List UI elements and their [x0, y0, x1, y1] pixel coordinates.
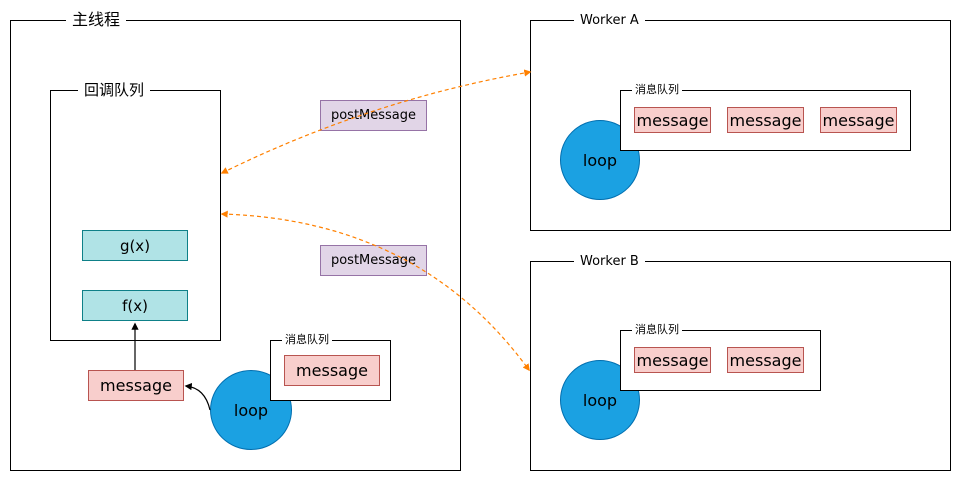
worker-a-message-1: message — [634, 107, 711, 133]
worker-b-message-1: message — [634, 347, 711, 373]
main-loop: loop — [210, 370, 292, 450]
function-g: g(x) — [82, 230, 188, 261]
main-queue-message: message — [284, 355, 380, 386]
post-message-label-a: postMessage — [320, 100, 427, 131]
worker-a-title: Worker A — [574, 13, 645, 29]
worker-b-message-queue-title: 消息队列 — [632, 323, 682, 337]
worker-a-message-2: message — [727, 107, 804, 133]
main-thread-title: 主线程 — [66, 11, 127, 29]
main-message: message — [88, 370, 184, 401]
callback-queue-title: 回调队列 — [78, 81, 151, 99]
post-message-label-b: postMessage — [320, 245, 427, 276]
worker-b-title: Worker B — [574, 254, 645, 270]
main-message-queue-title: 消息队列 — [282, 333, 332, 347]
worker-a-message-queue-title: 消息队列 — [632, 83, 682, 97]
function-f: f(x) — [82, 290, 188, 321]
worker-a-message-3: message — [820, 107, 897, 133]
worker-b-message-2: message — [727, 347, 804, 373]
